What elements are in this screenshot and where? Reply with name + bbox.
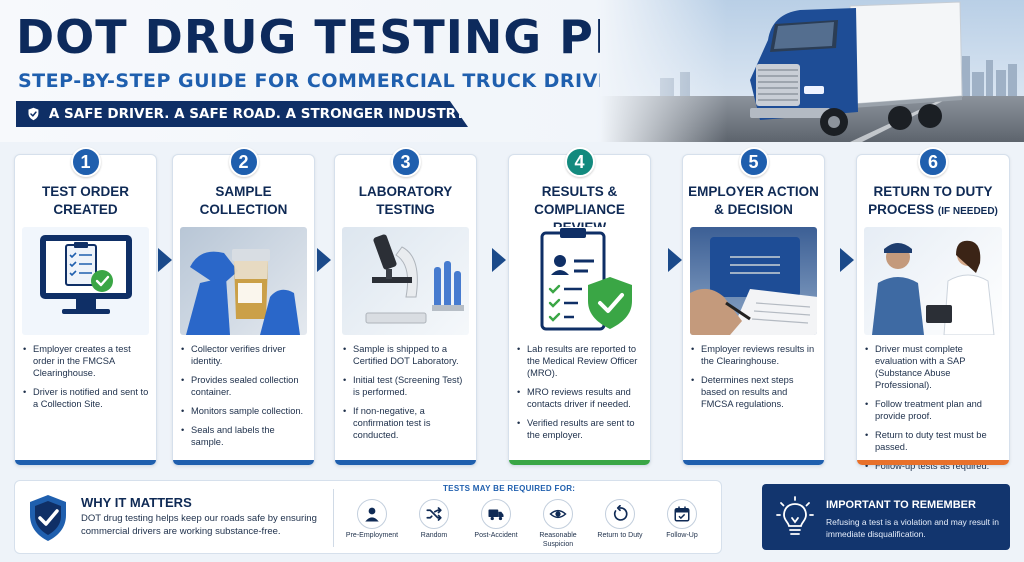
step-title: RETURN TO DUTY PROCESS (IF NEEDED) — [868, 184, 998, 217]
specimen-cup-photo — [180, 227, 307, 335]
important-panel: IMPORTANT TO REMEMBER Refusing a test is… — [762, 484, 1010, 550]
step-arrow — [492, 248, 506, 272]
signing-document-photo — [690, 227, 817, 335]
slogan-text: A SAFE DRIVER. A SAFE ROAD. A STRONGER I… — [48, 106, 468, 122]
divider — [333, 489, 334, 547]
shuffle-icon — [419, 499, 449, 529]
step-number-1: 1 — [70, 147, 101, 177]
hero-header: DOT DRUG TESTING PROCESS STEP-BY-STEP GU… — [0, 0, 1024, 142]
consultation-photo — [864, 227, 1002, 335]
card-accent-bar — [683, 460, 824, 465]
step-card-1: 1 TEST ORDER CREATED — [14, 147, 157, 466]
step-title: TEST ORDER CREATED — [41, 184, 129, 217]
microscope-photo — [342, 227, 469, 335]
card-accent-bar — [15, 460, 156, 465]
step-bullets: Lab results are reported to the Medical … — [517, 343, 644, 448]
why-title: WHY IT MATTERS — [81, 495, 192, 510]
clipboard-shield-icon — [516, 227, 643, 335]
eye-icon — [543, 499, 573, 529]
step-arrow — [158, 248, 172, 272]
test-follow-up: Follow-Up — [651, 499, 713, 541]
step-card-6: 6 RETURN TO DUTY PROCESS (IF NEEDED) Dri… — [856, 147, 1010, 472]
step-arrow — [840, 248, 854, 272]
step-card-3: 3 LABORATORY TESTING Sample is shipped — [334, 147, 477, 466]
step-card-5: 5 EMPLOYER ACTION & DECISION Employer re… — [682, 147, 825, 466]
important-text: Refusing a test is a violation and may r… — [826, 517, 999, 539]
step-bullets: Employer reviews results in the Clearing… — [691, 343, 818, 417]
step-arrow — [317, 248, 331, 272]
calendar-icon — [667, 499, 697, 529]
test-reasonable-suspicion: Reasonable Suspicion — [527, 499, 589, 549]
card-accent-bar — [509, 460, 650, 465]
person-icon — [357, 499, 387, 529]
step-title: EMPLOYER ACTION & DECISION — [688, 184, 819, 217]
why-text: DOT drug testing helps keep our roads sa… — [81, 513, 317, 537]
step-title: LABORATORY TESTING — [358, 184, 453, 217]
lightbulb-icon — [776, 496, 814, 535]
test-return-to-duty: Return to Duty — [589, 499, 651, 541]
test-pre-employment: Pre-Employment — [341, 499, 403, 541]
step-bullets: Employer creates a test order in the FMC… — [23, 343, 150, 417]
step-number-2: 2 — [228, 147, 259, 177]
tests-title: TESTS MAY BE REQUIRED FOR: — [443, 484, 576, 493]
why-it-matters-panel: WHY IT MATTERS DOT drug testing helps ke… — [14, 480, 722, 554]
step-number-6: 6 — [918, 147, 948, 177]
truck-illustration — [600, 0, 1024, 142]
step-number-5: 5 — [738, 147, 769, 177]
slogan-banner: A SAFE DRIVER. A SAFE ROAD. A STRONGER I… — [16, 101, 468, 127]
page-subtitle: STEP-BY-STEP GUIDE FOR COMMERCIAL TRUCK … — [18, 70, 641, 92]
step-number-3: 3 — [390, 147, 421, 177]
important-title: IMPORTANT TO REMEMBER — [826, 499, 976, 511]
step-card-4: 4 RESULTS & COMPLIANCE REVIEW — [508, 147, 651, 466]
step-card-2: 2 SAMPLE COLLECTION Collector verifies d… — [172, 147, 315, 466]
computer-checklist-icon — [22, 227, 149, 335]
test-post-accident: Post-Accident — [465, 499, 527, 541]
step-arrow — [668, 248, 682, 272]
truck-icon — [481, 499, 511, 529]
process-steps: 1 TEST ORDER CREATED — [14, 146, 1010, 472]
card-accent-bar — [173, 460, 314, 465]
card-accent-bar — [857, 460, 1009, 465]
card-accent-bar — [335, 460, 476, 465]
step-title: SAMPLE COLLECTION — [199, 184, 288, 217]
return-arrow-icon — [605, 499, 635, 529]
step-bullets: Collector verifies driver identity. Prov… — [181, 343, 308, 455]
shield-check-icon — [28, 107, 39, 121]
shield-check-icon — [30, 495, 66, 541]
step-number-4: 4 — [564, 147, 595, 177]
step-bullets: Sample is shipped to a Certified DOT Lab… — [343, 343, 470, 448]
step-bullets: Driver must complete evaluation with a S… — [865, 343, 1003, 479]
test-random: Random — [403, 499, 465, 541]
